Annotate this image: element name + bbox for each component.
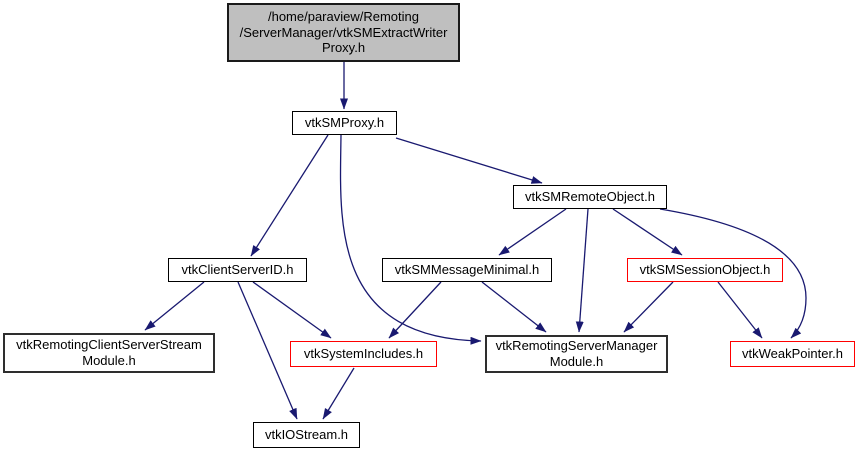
node-label: vtkSMRemoteObject.h [524, 189, 656, 205]
edge-vtksmproxy-to-vtksmremoteobject [395, 137, 543, 184]
edge-vtksmremoteobject-to-vtksmmessageminimal [498, 208, 567, 256]
node-vtkiostream-h[interactable]: vtkIOStream.h [253, 422, 360, 448]
node-vtkclientserverid-h[interactable]: vtkClientServerID.h [168, 258, 307, 282]
edge-vtksystemincludes-to-vtkiostream [322, 367, 355, 420]
edge-vtksmproxy-to-vtkclientserverid [250, 134, 329, 257]
node-label: vtkSMMessageMinimal.h [394, 262, 540, 278]
edge-vtksmremoteobject-to-vtkremotingservermanagermodule [575, 208, 589, 333]
edge-vtkclientserverid-to-vtkiostream [237, 281, 298, 420]
node-label: vtkIOStream.h [264, 427, 349, 443]
node-label: vtkClientServerID.h [181, 262, 294, 278]
edge-vtksmmessageminimal-to-vtkremotingservermanagermodule [481, 281, 547, 333]
edge-vtksmremoteobject-to-vtksmsessionobject [612, 208, 683, 256]
node-vtksmproxy-h[interactable]: vtkSMProxy.h [292, 111, 397, 135]
node-label: vtkSMSessionObject.h [639, 262, 771, 278]
node-label: vtkWeakPointer.h [742, 346, 843, 362]
edge-vtksmproxy-to-vtkremotingservermanagermodule [339, 134, 482, 345]
node-vtksmmessageminimal-h[interactable]: vtkSMMessageMinimal.h [382, 258, 552, 282]
node-label: vtkSMProxy.h [304, 115, 385, 131]
edge-vtksmsessionobject-to-vtkremotingservermanagermodule [623, 281, 674, 333]
node-label: vtkSystemIncludes.h [303, 346, 424, 362]
edge-vtksmremoteobject-to-vtkweakpointer [659, 208, 807, 339]
node-label: vtkRemotingServerManager Module.h [495, 338, 658, 369]
edge-vtkclientserverid-to-vtkremotingclientserverstreammodule [144, 281, 205, 331]
node-label: /home/paraview/Remoting /ServerManager/v… [239, 8, 448, 56]
node-vtkremotingclientserverstreammodule-h[interactable]: vtkRemotingClientServerStream Module.h [3, 333, 215, 373]
edge-vtkclientserverid-to-vtksystemincludes [252, 281, 332, 339]
edge-vtksmmessageminimal-to-vtksystemincludes [388, 281, 442, 339]
node-vtkweakpointer-h[interactable]: vtkWeakPointer.h [730, 341, 855, 367]
node-label: vtkRemotingClientServerStream Module.h [16, 337, 202, 368]
edge-vtksmsessionobject-to-vtkweakpointer [717, 281, 763, 339]
node-vtkremotingservermanagermodule-h[interactable]: vtkRemotingServerManager Module.h [485, 335, 668, 373]
node-vtksystemincludes-h[interactable]: vtkSystemIncludes.h [290, 341, 437, 367]
node-vtksmsessionobject-h[interactable]: vtkSMSessionObject.h [627, 258, 783, 282]
node-root-vtksmextractwriterproxy-h: /home/paraview/Remoting /ServerManager/v… [227, 3, 460, 62]
node-vtksmremoteobject-h[interactable]: vtkSMRemoteObject.h [513, 185, 667, 209]
